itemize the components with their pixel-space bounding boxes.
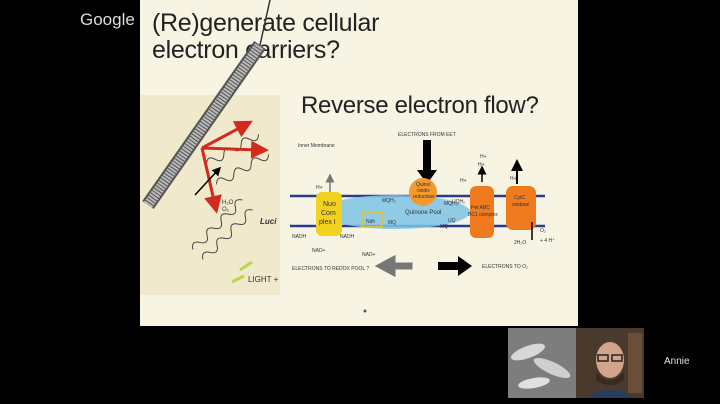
mq-label: MQ	[388, 220, 396, 226]
pet-line2: BC1 complex	[468, 212, 498, 218]
electrons-from-eet-label: ELECTRONS FROM EET	[398, 132, 456, 138]
h-plus-nuo: H+	[316, 185, 323, 191]
etc-diagram: ELECTRONS FROM EET Inner Membrane Quinon…	[290, 132, 555, 313]
participant-camera-feed	[576, 328, 644, 398]
label-o2: O₂	[222, 207, 230, 213]
slide-figures: H₂O O₂ Luci LIGHT + ELECTRONS FROM EET I…	[140, 0, 578, 326]
inner-membrane-label: Inner Membrane	[298, 143, 335, 149]
left-figure: H₂O O₂ Luci LIGHT +	[140, 0, 280, 295]
mqh2-left-label: MQH₂	[382, 198, 396, 204]
electrons-to-o2-label: ELECTRONS TO O₂	[482, 264, 528, 270]
label-light: LIGHT +	[248, 275, 279, 284]
two-h2o-label: 2H₂O	[514, 240, 526, 246]
nad-mid-label: NAD+	[362, 252, 376, 258]
mouse-pointer	[364, 310, 367, 313]
quinone-pool-label: Quinone Pool	[405, 210, 441, 216]
ndh-label: Ndh	[366, 219, 375, 225]
participant-name-label: Annie	[664, 356, 690, 367]
presentation-slide: (Re)generate cellular electron carriers?	[140, 0, 578, 326]
h-plus-quinol: H+	[460, 178, 467, 184]
uqh2-label: UQH₂	[452, 199, 465, 205]
h-plus-cyto: H+	[510, 176, 517, 182]
bacteria-microscopy-image	[508, 328, 576, 398]
electrons-to-o2-arrow	[438, 256, 472, 276]
nadh-mid-label: NADH	[340, 234, 355, 240]
nad-left-label: NAD+	[312, 248, 326, 254]
shared-image-thumbnail	[508, 328, 576, 398]
mq-right-label: MQ	[440, 224, 448, 230]
pet-line1: Pet ABC	[471, 205, 490, 211]
nuo-line2: Com	[321, 210, 336, 217]
quinol-line3: reductase	[413, 194, 435, 200]
four-h-label: + 4 H⁺	[540, 238, 555, 244]
uq-label: UQ	[448, 218, 456, 224]
red-arrow-right	[202, 148, 260, 150]
participant-video[interactable]	[508, 328, 644, 398]
redox-pool-arrow	[380, 259, 410, 273]
cyto-line1: CytC	[514, 195, 526, 201]
o2-label: O₂	[540, 228, 546, 234]
nanowire-tip	[260, 0, 270, 45]
label-luci: Luci	[260, 217, 277, 226]
nuo-line1: Nuo	[323, 201, 336, 208]
nadh-left-label: NADH	[292, 234, 307, 240]
cyto-line2: oxidase	[512, 202, 529, 208]
h-plus-pet-2: H+	[478, 162, 485, 168]
nuo-line3: plex I	[319, 219, 336, 226]
google-logo: Google	[80, 10, 135, 30]
label-h2o: H₂O	[222, 200, 234, 206]
h-plus-pet-1: H+	[480, 154, 487, 160]
electrons-to-redox-label: ELECTRONS TO REDOX POOL ?	[292, 266, 369, 272]
slide-subtitle: Reverse electron flow?	[301, 92, 539, 120]
participant-avatar	[576, 328, 644, 398]
